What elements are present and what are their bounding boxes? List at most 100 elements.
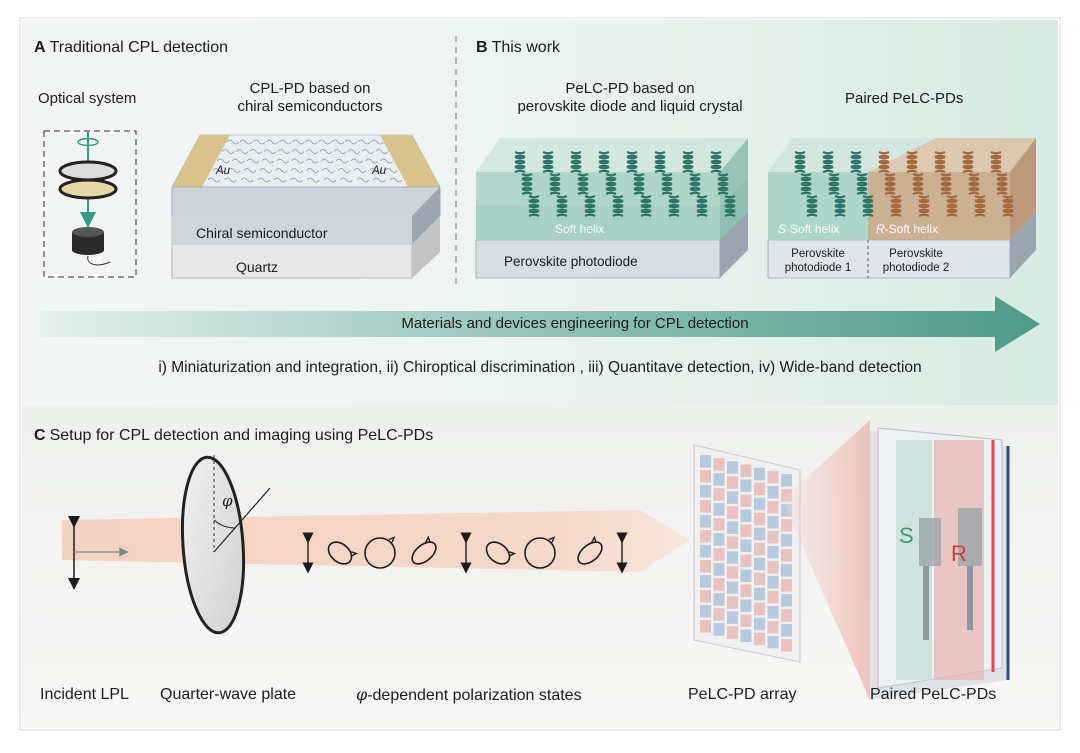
chiral-lattice-mark (333, 149, 347, 154)
array-pixel (781, 519, 792, 532)
optical-system-label: Optical system (38, 90, 137, 107)
chiral-lattice-mark (224, 177, 237, 183)
array-pixel (767, 605, 779, 619)
helix-mark (521, 187, 533, 196)
array-pixel (713, 488, 725, 501)
chiral-semiconductor-label: Chiral semiconductor (196, 225, 328, 241)
helix-mark (717, 187, 729, 196)
helix-mark (514, 165, 526, 174)
photodiode-2-label: Perovskite photodiode 2 (882, 248, 950, 274)
array-pixel (781, 564, 792, 577)
array-pixel (754, 527, 765, 541)
chiral-lattice-mark (276, 158, 290, 164)
array-pixel (713, 593, 725, 606)
array-pixel (740, 539, 752, 553)
chiral-lattice-mark (350, 158, 364, 164)
polarization-states-text: -dependent polarization states (367, 687, 582, 704)
array-pixel (727, 461, 738, 474)
array-pixel (740, 524, 752, 538)
helix-mark (549, 187, 561, 196)
helix-mark (834, 209, 846, 218)
array-pixel (754, 482, 765, 496)
array-pixel (713, 503, 725, 516)
rotation-arrowhead (388, 536, 396, 543)
pelc-pd-device (475, 138, 748, 279)
helix-mark (990, 165, 1002, 174)
chiral-lattice-mark (221, 149, 235, 154)
soft-helix-label: Soft helix (555, 222, 605, 236)
helix-mark (724, 209, 736, 218)
array-pixel (713, 578, 725, 591)
optical-system-illustration (43, 130, 137, 278)
helix-mark (946, 209, 958, 218)
engineering-arrow-label: Materials and devices engineering for CP… (401, 315, 749, 332)
panel-a-title-text: Traditional CPL detection (49, 39, 229, 56)
helix-mark (696, 209, 708, 218)
chiral-lattice-mark (228, 168, 241, 173)
helix-mark (934, 165, 946, 174)
array-pixel (740, 629, 752, 643)
array-pixel (767, 590, 779, 604)
s-soft-helix-label: S-Soft helix (778, 222, 839, 236)
array-pixel (727, 551, 738, 564)
array-pixel (700, 530, 711, 543)
array-pixel (767, 575, 779, 589)
chiral-lattice-mark (246, 158, 260, 164)
features-list: i) Miniaturization and integration, ii) … (158, 359, 922, 376)
r-helix-text: -Soft helix (884, 222, 939, 236)
chiral-lattice-mark (322, 168, 335, 173)
paired-pelc-pds-device (870, 427, 1010, 700)
rotation-arrowhead (591, 535, 597, 543)
rotation-arrowhead (350, 551, 359, 557)
elliptical-polarization-mark (327, 541, 353, 565)
chiral-lattice-mark (389, 177, 403, 183)
array-pixel (700, 485, 711, 498)
helix-mark (912, 187, 924, 196)
helix-mark (668, 209, 680, 218)
helix-mark (806, 209, 818, 218)
helix-mark (962, 165, 974, 174)
array-pixel (740, 569, 752, 583)
array-pixel (740, 464, 752, 478)
array-pixel (727, 536, 738, 549)
chiral-lattice-mark (291, 149, 305, 154)
array-pixel (754, 632, 765, 646)
chiral-lattice-mark (235, 149, 249, 154)
array-pixel (700, 455, 711, 468)
array-pixel (767, 500, 779, 514)
chiral-lattice-mark (323, 177, 337, 183)
helix-mark (654, 165, 666, 174)
polarization-states (302, 532, 628, 574)
chiral-lattice-mark (356, 177, 370, 183)
au-left-label: Au (216, 165, 231, 177)
array-pixel (727, 506, 738, 519)
array-pixel (740, 479, 752, 493)
array-pixel (713, 458, 725, 471)
array-pixel (727, 521, 738, 534)
helix-mark (570, 165, 582, 174)
array-pixel (754, 497, 765, 511)
helix-mark (918, 209, 930, 218)
helix-mark (996, 187, 1008, 196)
array-pixel (713, 533, 725, 546)
chiral-lattice-mark (290, 168, 304, 173)
array-pixel (727, 596, 738, 609)
pelc-pd-caption: PeLC-PD based on perovskite diode and li… (517, 80, 743, 115)
helix-mark (974, 209, 986, 218)
array-pixel (713, 623, 725, 636)
array-pixel (754, 572, 765, 586)
helix-mark (633, 187, 645, 196)
chiral-lattice-mark (292, 139, 305, 145)
helix-mark (828, 187, 840, 196)
helix-mark (661, 187, 673, 196)
array-pixel (740, 554, 752, 568)
array-pixel (767, 515, 779, 529)
array-pixel (767, 470, 779, 484)
incident-lpl-arrows (68, 516, 129, 590)
array-pixel (727, 566, 738, 579)
array-pixel (713, 608, 725, 621)
helix-mark (640, 209, 652, 218)
chiral-lattice-mark (275, 168, 288, 173)
